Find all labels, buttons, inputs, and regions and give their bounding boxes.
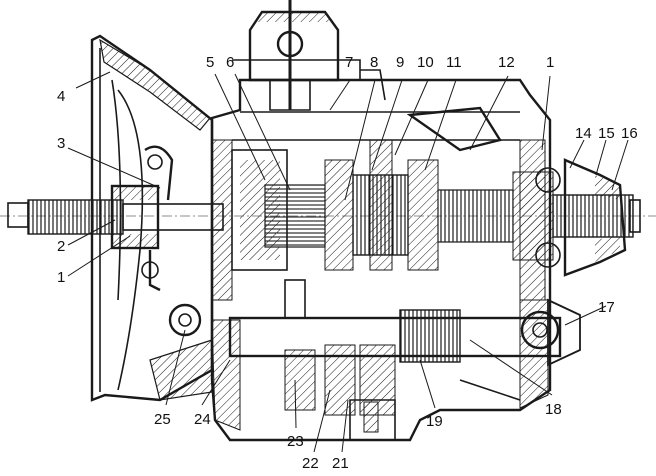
label-part-18: 18 bbox=[545, 401, 562, 418]
label-part-14: 14 bbox=[575, 125, 592, 142]
label-part-24: 24 bbox=[194, 411, 211, 428]
clutch-housing bbox=[90, 34, 214, 402]
label-part-19: 19 bbox=[426, 413, 443, 430]
main-shaft-gears bbox=[231, 139, 554, 271]
label-part-7: 7 bbox=[345, 54, 353, 71]
label-part-21: 21 bbox=[332, 455, 349, 472]
label-part-8: 8 bbox=[370, 54, 378, 71]
label-part-15: 15 bbox=[598, 125, 615, 142]
label-part-22: 22 bbox=[302, 455, 319, 472]
part-labels: 4 3 2 1 5 6 7 8 9 10 11 12 1 14 15 16 17… bbox=[57, 54, 638, 472]
label-part-2: 2 bbox=[57, 238, 65, 255]
label-part-1-right: 1 bbox=[546, 54, 554, 71]
label-part-3: 3 bbox=[57, 135, 65, 152]
label-part-25: 25 bbox=[154, 411, 171, 428]
label-part-23: 23 bbox=[287, 433, 304, 450]
leader-lines bbox=[67, 71, 629, 453]
label-part-11: 11 bbox=[446, 54, 462, 71]
shift-cover bbox=[232, 0, 502, 152]
label-part-12: 12 bbox=[498, 54, 515, 71]
release-fork bbox=[110, 145, 174, 292]
label-part-10: 10 bbox=[417, 54, 434, 71]
label-part-17: 17 bbox=[598, 299, 615, 316]
label-part-5: 5 bbox=[206, 54, 214, 71]
label-part-4: 4 bbox=[57, 88, 65, 105]
countershaft bbox=[168, 279, 581, 441]
output-flange bbox=[535, 158, 641, 277]
label-part-9: 9 bbox=[396, 54, 404, 71]
label-part-16: 16 bbox=[621, 125, 638, 142]
label-part-6: 6 bbox=[226, 54, 234, 71]
label-part-1-left: 1 bbox=[57, 269, 65, 286]
